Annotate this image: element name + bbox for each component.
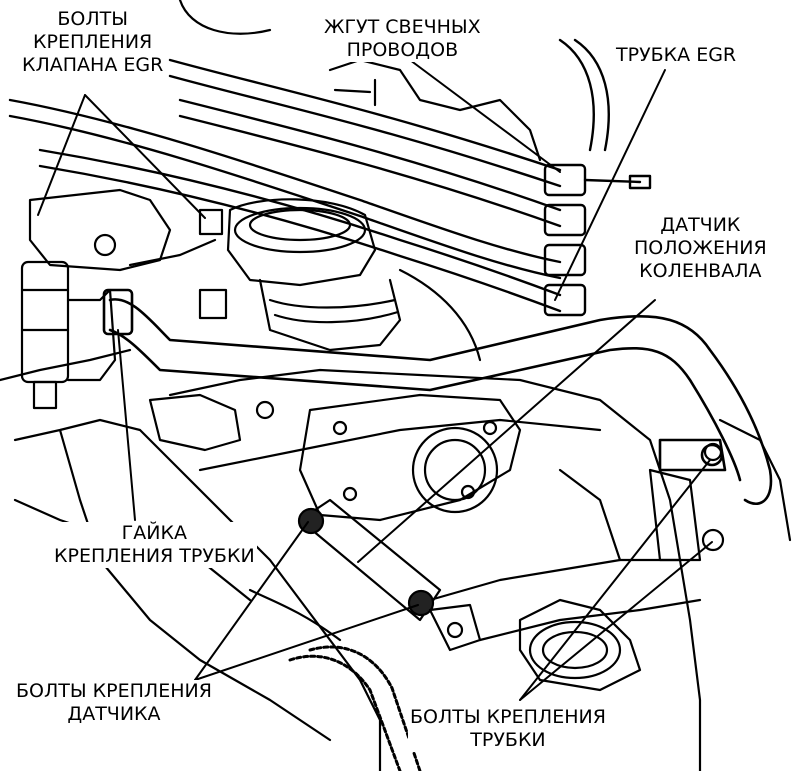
left-sensor-drawing xyxy=(20,260,117,410)
label-spark-wire-harness: ЖГУТ СВЕЧНЫХ ПРОВОДОВ xyxy=(322,16,483,62)
leader-crank-sensor xyxy=(357,299,656,563)
label-crank-sensor: ДАТЧИК ПОЛОЖЕНИЯ КОЛЕНВАЛА xyxy=(632,214,769,283)
leader-tube-bolt-1 xyxy=(519,459,711,701)
leader-egr-bolt-2 xyxy=(84,94,206,219)
engine-block-outline xyxy=(0,348,792,771)
label-tube-nut: ГАЙКА КРЕПЛЕНИЯ ТРУБКИ xyxy=(52,522,257,568)
crank-sensor-drawing xyxy=(248,498,442,642)
label-egr-tube: ТРУБКА EGR xyxy=(614,44,739,67)
wire-conduit-drawing xyxy=(288,645,422,771)
leader-lines xyxy=(37,59,713,701)
label-sensor-bolts: БОЛТЫ КРЕПЛЕНИЯ ДАТЧИКА xyxy=(14,680,214,726)
egr-tube-drawing xyxy=(102,288,773,505)
egr-flange-plate xyxy=(148,393,522,522)
leader-sensor-bolt-2 xyxy=(194,604,419,681)
egr-valve-drawing xyxy=(226,198,482,362)
tube-bracket-drawing xyxy=(428,442,725,692)
spark-wire-harness-drawing xyxy=(8,38,652,317)
label-tube-bolts: БОЛТЫ КРЕПЛЕНИЯ ТРУБКИ xyxy=(408,706,608,752)
leader-tube-bolt-2 xyxy=(519,541,713,701)
leader-tube-nut xyxy=(117,329,136,521)
leader-sensor-bolt-1 xyxy=(194,521,309,681)
leader-egr-bolt-1 xyxy=(37,94,86,216)
leader-harness xyxy=(409,59,561,173)
leader-egr-tube xyxy=(554,69,666,301)
label-egr-valve-bolts: БОЛТЫ КРЕПЛЕНИЯ КЛАПАНА EGR xyxy=(20,8,166,77)
